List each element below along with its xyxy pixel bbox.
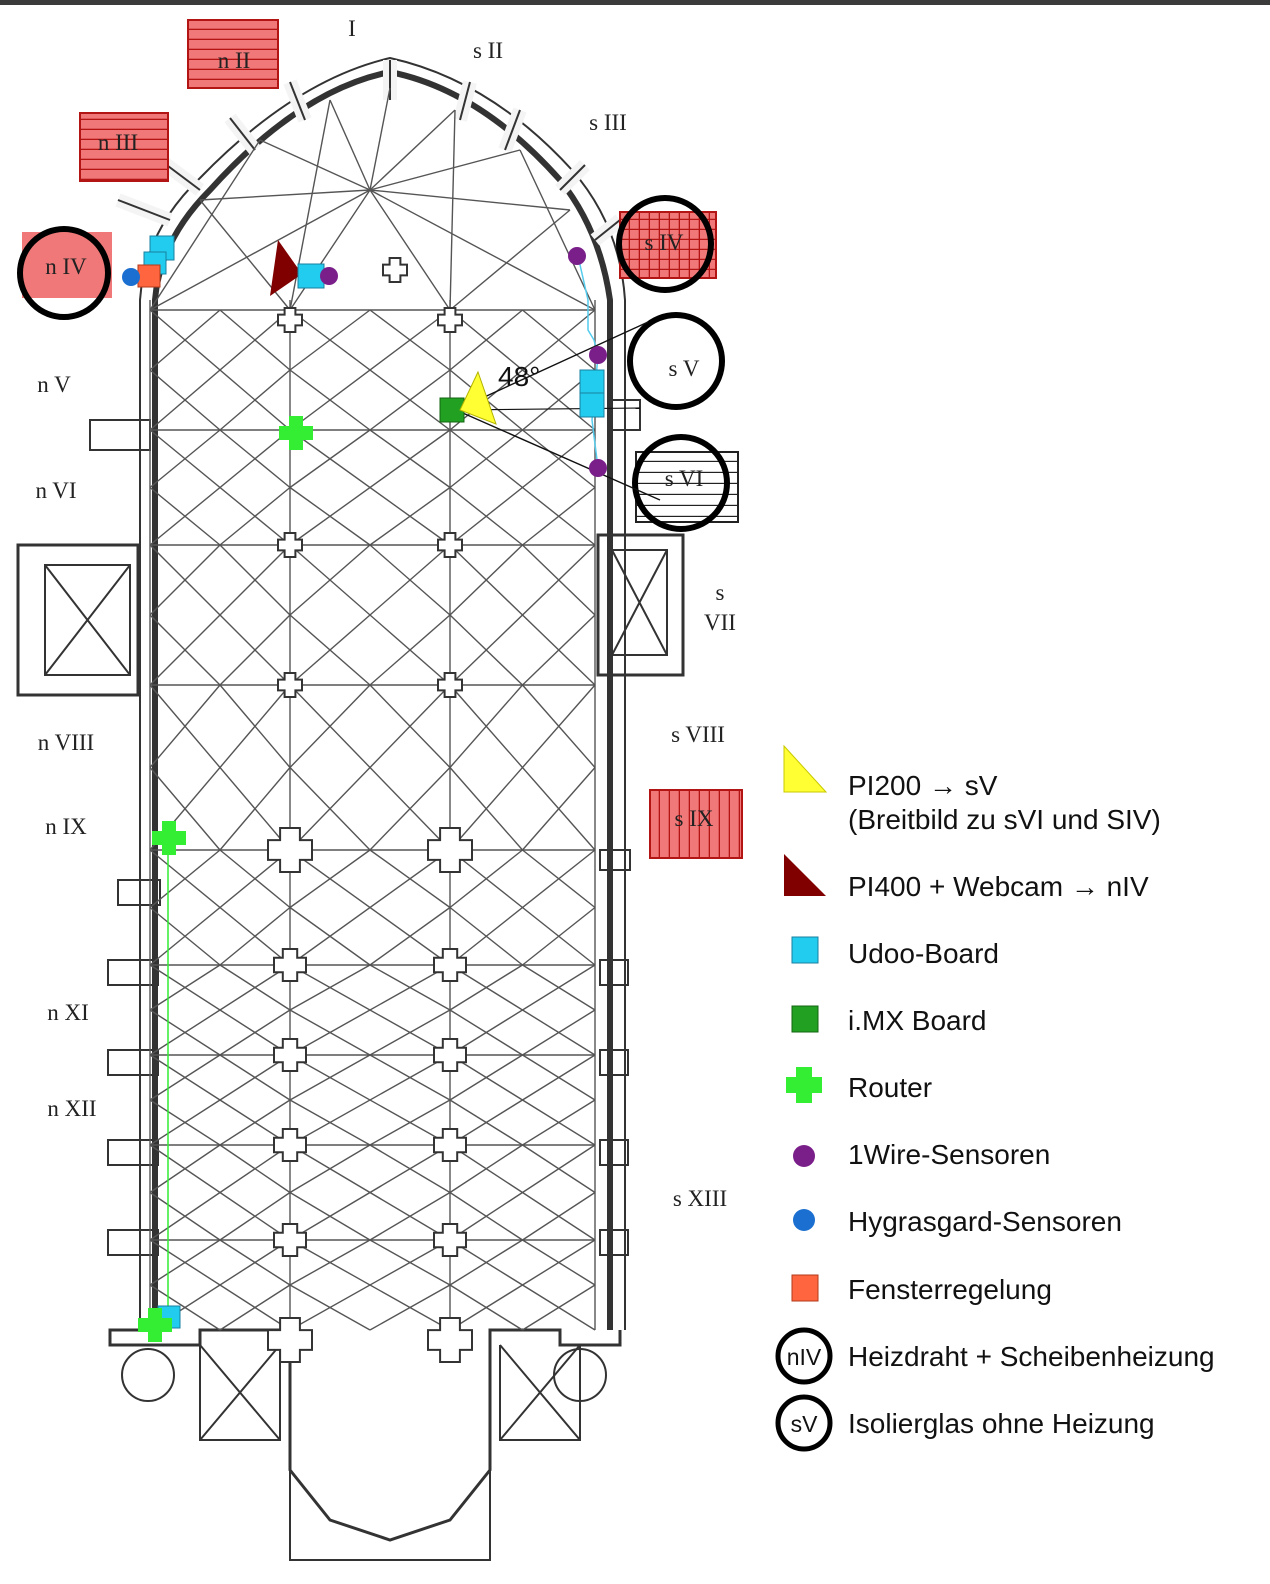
window-label-sIX: s IX xyxy=(675,806,714,831)
onewire-sensor-sIV xyxy=(568,247,586,265)
legend-label-udoo: Udoo-Board xyxy=(848,938,999,969)
legend-label-iso: Isolierglas ohne Heizung xyxy=(848,1408,1155,1439)
onewire-sensor-sVI xyxy=(589,459,607,477)
window-label-sXIII: s XIII xyxy=(673,1186,727,1211)
window-label-nIV: n IV xyxy=(45,254,87,279)
udoo-board-sV-b xyxy=(579,392,605,418)
legend-label-imx: i.MX Board xyxy=(848,1005,987,1036)
window-label-sII: s II xyxy=(473,38,503,63)
legend-ring-label-heiz: nIV xyxy=(787,1344,822,1370)
window-label-nXI: n XI xyxy=(47,1000,89,1025)
window-sIX-box xyxy=(649,789,743,859)
window-label-I: I xyxy=(348,16,356,41)
onewire-sensor-top xyxy=(320,267,338,285)
ring-nIV xyxy=(17,226,111,320)
window-label-sV: s V xyxy=(669,356,700,381)
window-label-sIV: s IV xyxy=(645,230,684,255)
legend-ring-label-iso: sV xyxy=(791,1411,819,1437)
fensterregelung-nIV xyxy=(137,264,161,288)
ring-sIV xyxy=(616,195,714,293)
angle-label: 48° xyxy=(498,361,540,392)
legend-label-onewire: 1Wire-Sensoren xyxy=(848,1139,1050,1170)
legend-yellow-triangle-icon xyxy=(783,744,828,793)
wire-link xyxy=(577,255,599,469)
window-label-nIII: n III xyxy=(98,130,138,155)
window-label-nII: n II xyxy=(218,48,251,73)
devices xyxy=(122,235,607,1342)
legend-label-heiz: Heizdraht + Scheibenheizung xyxy=(848,1341,1215,1372)
top-bar xyxy=(0,0,1270,5)
ring-sV xyxy=(627,312,725,410)
ring-sVI xyxy=(632,434,730,532)
legend-black-ring-icon-heiz xyxy=(775,1327,833,1385)
legend-label-hygras: Hygrasgard-Sensoren xyxy=(848,1206,1122,1237)
legend-orange-square-icon xyxy=(791,1274,819,1302)
pi400-webcam-icon xyxy=(270,240,302,296)
legend-green-cross-icon xyxy=(786,1067,822,1103)
hygrasgard-sensor-nIV xyxy=(122,268,140,286)
legend-blue-dot-icon xyxy=(793,1209,815,1231)
router-nave xyxy=(279,416,313,450)
window-label-nVI: n VI xyxy=(35,478,76,503)
window-nII-box xyxy=(187,19,279,89)
legend-label-pi200-1: PI200 → sV xyxy=(848,770,998,801)
vault-ribs xyxy=(149,87,596,1331)
legend-green-square-icon xyxy=(791,1005,819,1033)
window-nIII-box xyxy=(79,112,169,182)
router-west xyxy=(138,1308,172,1342)
outer-wall xyxy=(152,68,613,1330)
onewire-sensor-sV xyxy=(589,346,607,364)
window-label-sVIII: s VIII xyxy=(671,722,725,747)
legend-label-fenster: Fensterregelung xyxy=(848,1274,1052,1305)
udoo-board-sV-a xyxy=(579,369,605,395)
window-label-nIX: n IX xyxy=(45,814,87,839)
legend-black-ring-icon-iso xyxy=(775,1394,833,1452)
window-label-nV: n V xyxy=(37,372,71,397)
window-label-nXII: n XII xyxy=(47,1096,96,1121)
view-line-lower xyxy=(455,409,661,501)
pillars xyxy=(267,257,473,1363)
window-label-sIII: s III xyxy=(589,110,627,135)
view-line-upper xyxy=(455,321,649,411)
church-structure xyxy=(16,56,685,1561)
legend-label-router: Router xyxy=(848,1072,932,1103)
window-label-sVII_a: s xyxy=(716,580,725,605)
legend-purple-dot-icon xyxy=(793,1145,815,1167)
legend-label-pi400: PI400 + Webcam → nIV xyxy=(848,871,1149,902)
legend: PI200 → sV (Breitbild zu sVI und SIV) PI… xyxy=(775,744,1215,1452)
pi200-camera-icon xyxy=(459,370,497,425)
window-labels: Is II s III n II n III n IV s IV n V s V n VI s V… xyxy=(35,16,736,1211)
window-label-sVI: s VI xyxy=(665,466,704,491)
router-nIX xyxy=(152,821,186,855)
window-sIV-box xyxy=(619,211,717,279)
window-label-nVIII: n VIII xyxy=(38,730,94,755)
legend-darkred-triangle-icon xyxy=(784,854,826,896)
legend-label-pi200-2: (Breitbild zu sVI und SIV) xyxy=(848,804,1161,835)
legend-cyan-square-icon xyxy=(791,936,819,964)
window-label-sVII_b: VII xyxy=(704,610,736,635)
window-markers xyxy=(17,19,743,859)
